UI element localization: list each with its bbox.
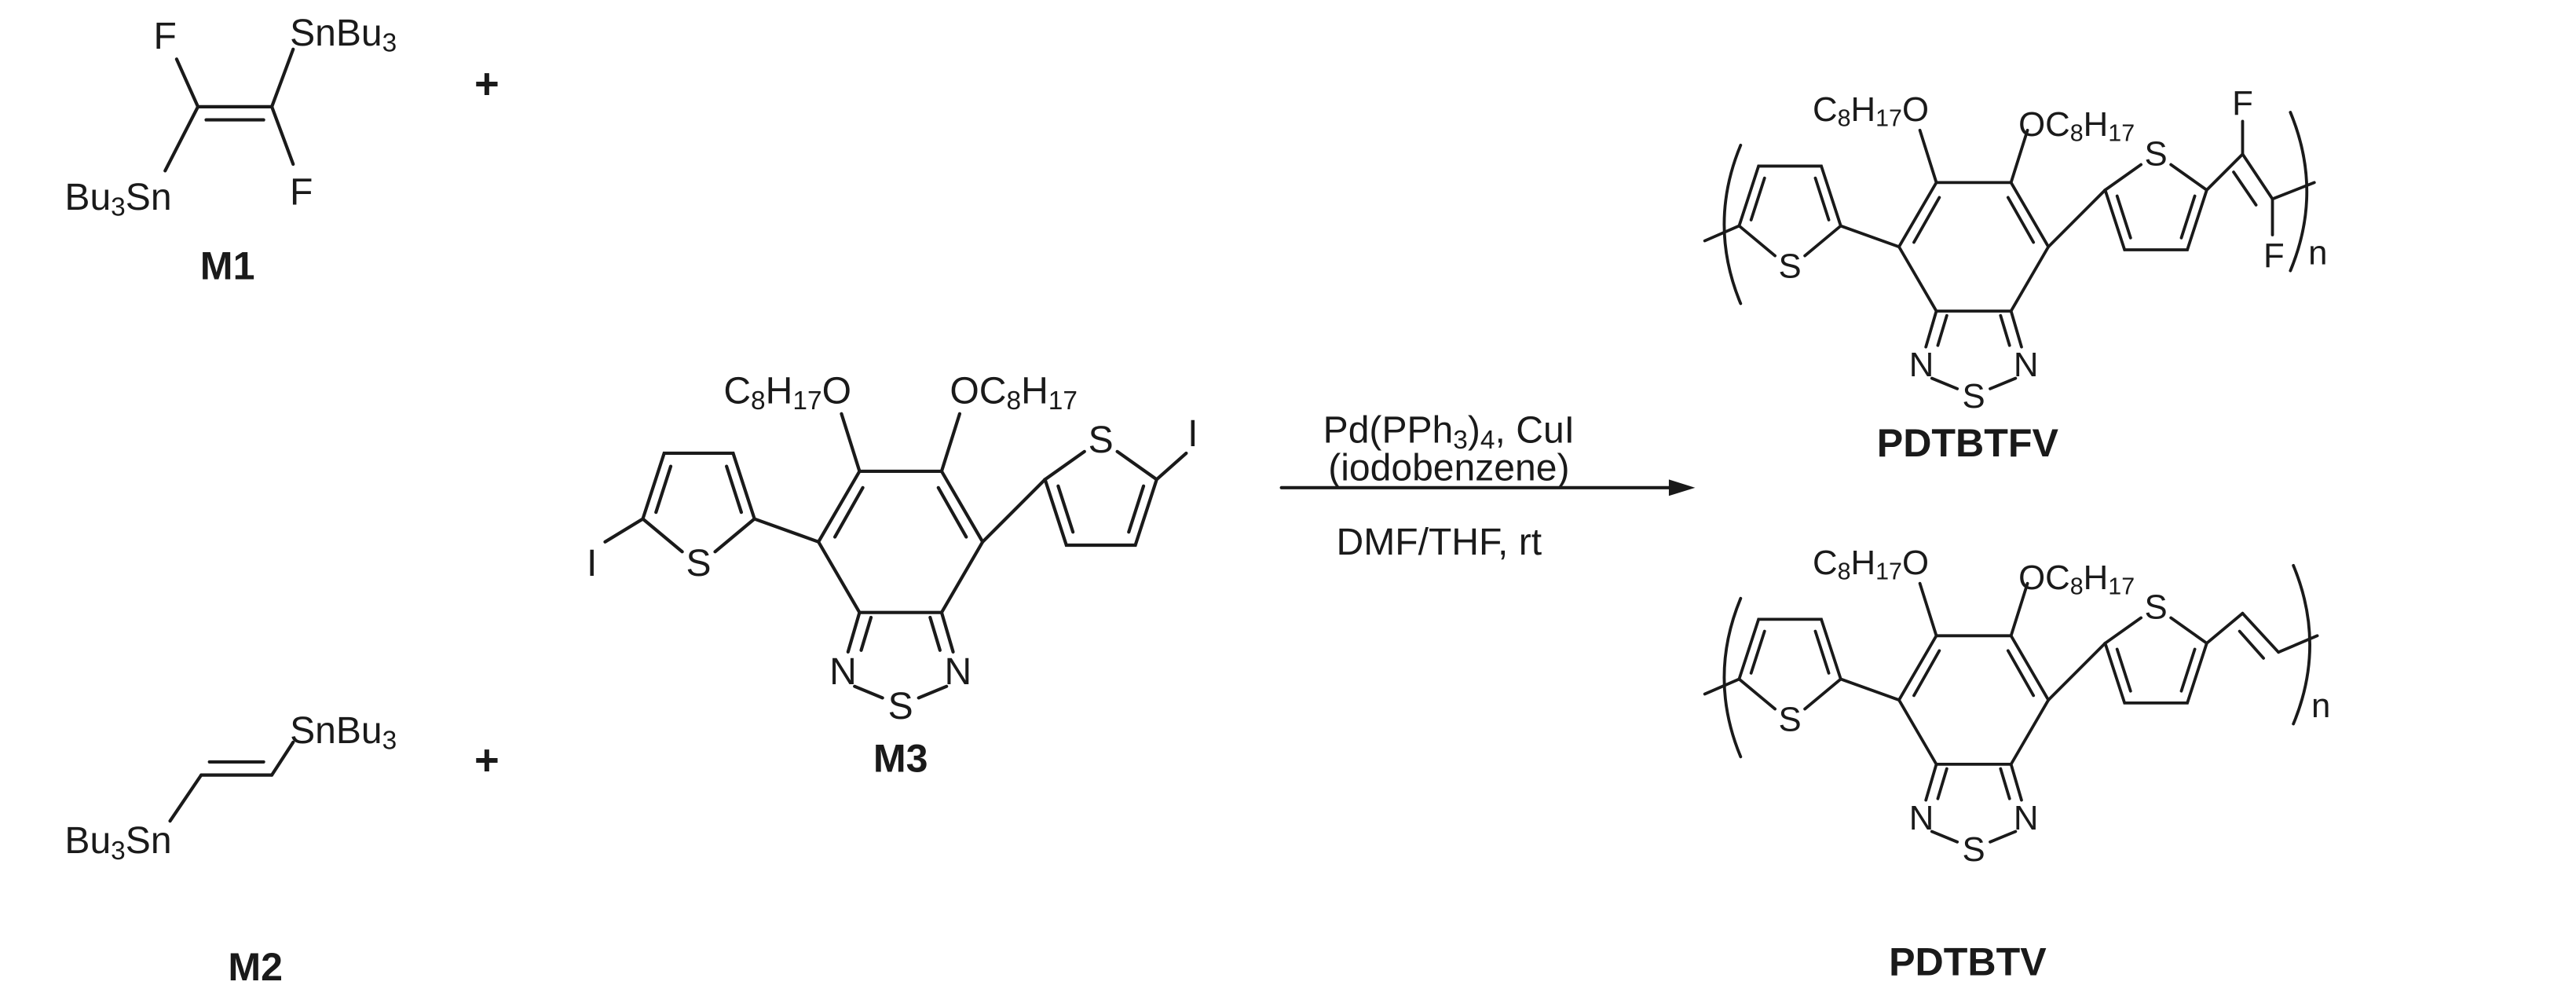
plus-sign: + <box>474 60 499 108</box>
left-bracket <box>1722 143 1743 306</box>
compound-label-m3: M3 <box>873 736 928 780</box>
sulfur-label: S <box>1962 377 1985 416</box>
alkoxy-label: C8H17O <box>1813 544 1929 585</box>
iodine-label: I <box>587 542 597 584</box>
alkoxy-label: C8H17O <box>723 369 851 415</box>
fluorine-label: F <box>290 171 313 214</box>
sulfur-label: S <box>1089 419 1114 461</box>
compound-label-pdtbtfv: PDTBTFV <box>1877 421 2059 465</box>
nitrogen-label: N <box>1909 799 1934 837</box>
right-bracket <box>2289 111 2309 273</box>
polymer-pdtbtfv: C8H17O OC8H17 N N S S S F F n <box>1703 84 2328 416</box>
additive-text: (iodobenzene) <box>1328 447 1569 489</box>
alkoxy-label: OC8H17 <box>950 369 1078 415</box>
compound-label-m1: M1 <box>200 244 255 288</box>
compound-label-pdtbtv: PDTBTV <box>1889 940 2047 984</box>
tributylstannyl-label: SnBu3 <box>290 12 397 57</box>
sulfur-label: S <box>1779 700 1802 738</box>
iodine-label: I <box>1187 412 1198 455</box>
tributylstannyl-label: SnBu3 <box>290 709 397 755</box>
monomer-m3: C8H17O OC8H17 N N S S I S I M3 <box>587 369 1198 780</box>
sulfur-label: S <box>2145 135 2168 174</box>
solvent-text: DMF/THF, rt <box>1336 521 1542 563</box>
catalyst-text: Pd(PPh3)4, CuI <box>1323 409 1575 455</box>
sulfur-label: S <box>1779 247 1802 285</box>
sulfur-label: S <box>1962 830 1985 869</box>
alkoxy-label: C8H17O <box>1813 90 1929 132</box>
fluorine-label: F <box>154 15 177 57</box>
nitrogen-label: N <box>2014 799 2039 837</box>
fluorine-label: F <box>2232 84 2253 123</box>
sulfur-label: S <box>888 685 913 727</box>
left-bracket <box>1722 596 1743 759</box>
monomer-m2: SnBu3 Bu3Sn + M2 <box>64 709 499 989</box>
plus-sign: + <box>474 737 499 785</box>
nitrogen-label: N <box>1909 346 1934 384</box>
nitrogen-label: N <box>829 650 857 693</box>
monomer-m1: F SnBu3 Bu3Sn F + M1 <box>64 12 499 288</box>
polymer-pdtbtv: C8H17O OC8H17 N N S S S n <box>1703 544 2330 869</box>
fluorine-label: F <box>2263 236 2285 275</box>
sulfur-label: S <box>686 542 712 584</box>
reaction-conditions: Pd(PPh3)4, CuI (iodobenzene) DMF/THF, rt <box>1279 409 1696 563</box>
sulfur-label: S <box>2145 588 2168 627</box>
nitrogen-label: N <box>2014 346 2039 384</box>
tributylstannyl-label: Bu3Sn <box>64 176 171 222</box>
arrowhead-icon <box>1668 479 1696 496</box>
nitrogen-label: N <box>944 650 971 693</box>
repeat-unit-n: n <box>2311 687 2330 725</box>
alkoxy-label: OC8H17 <box>2018 105 2135 147</box>
tributylstannyl-label: Bu3Sn <box>64 819 171 865</box>
repeat-unit-n: n <box>2308 233 2327 272</box>
right-bracket <box>2292 564 2311 726</box>
compound-label-m2: M2 <box>228 945 283 989</box>
alkoxy-label: OC8H17 <box>2018 559 2135 600</box>
